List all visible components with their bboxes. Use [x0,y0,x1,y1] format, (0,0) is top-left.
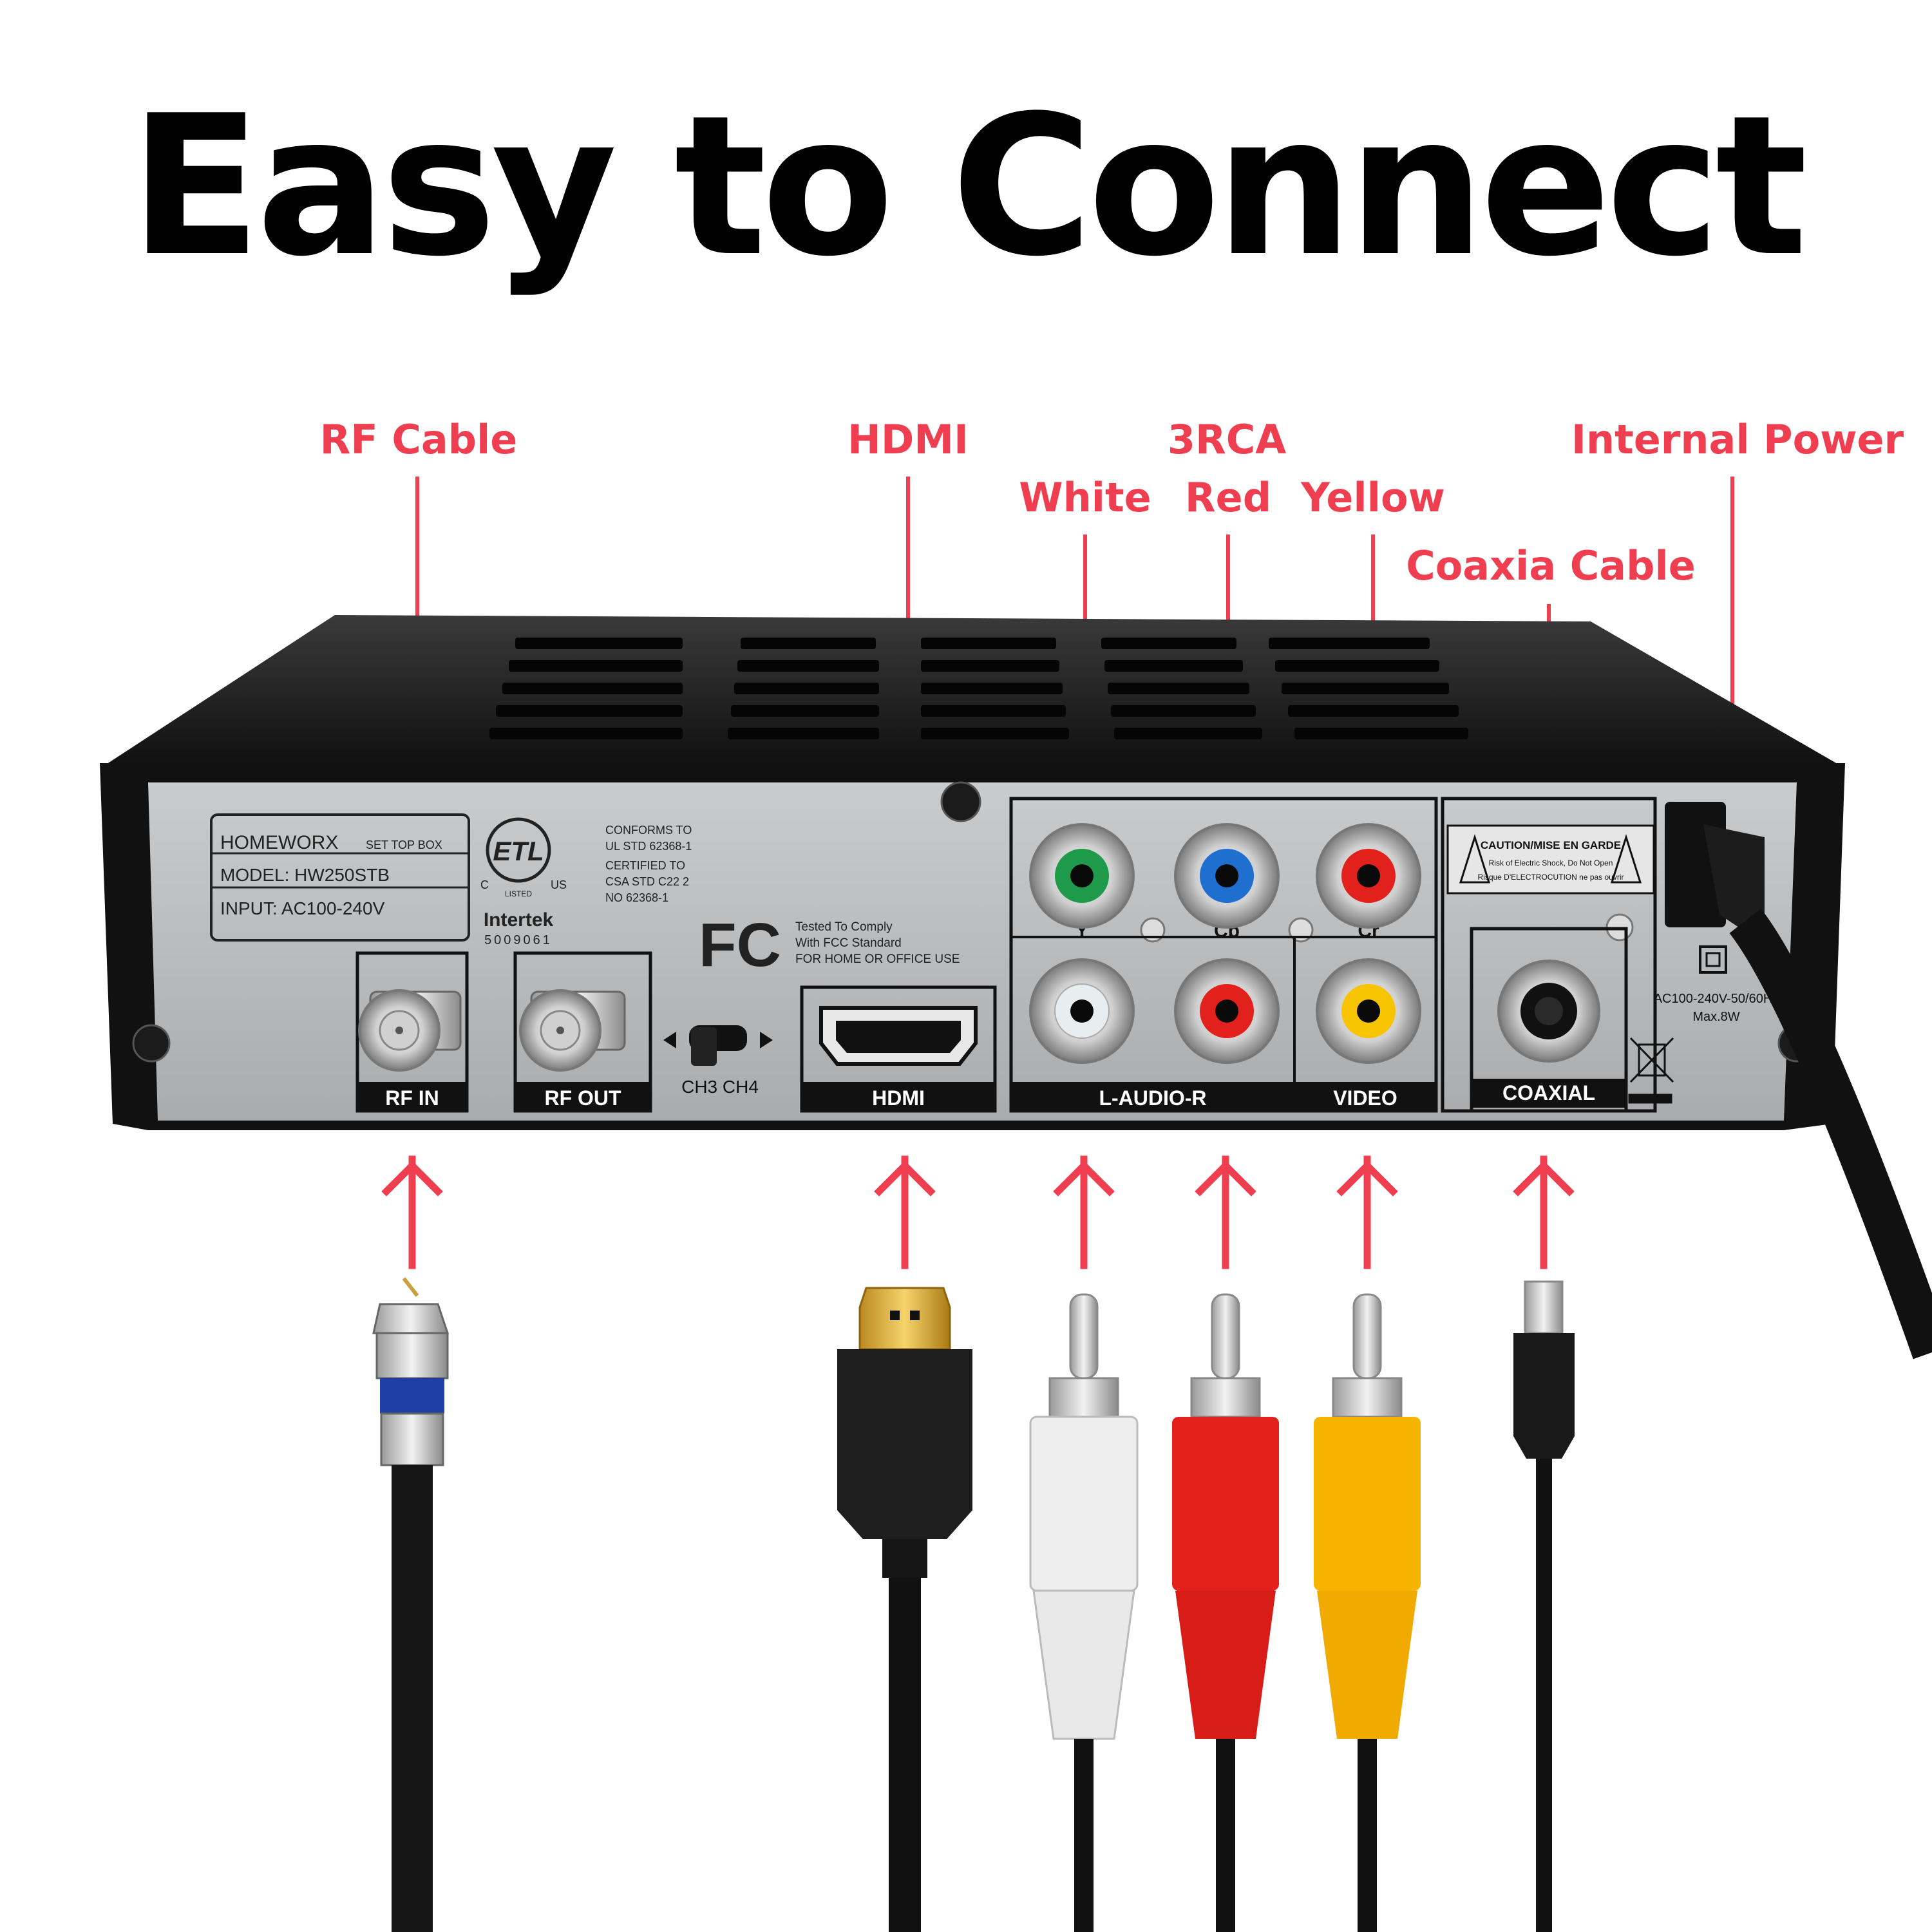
callout-yellow: Yellow [1301,474,1445,521]
rf-in-port [358,989,462,1072]
rf-out-label: RF OUT [544,1086,621,1110]
conforms-line-1: CONFORMS TO [605,824,692,837]
callout-internal-power: Internal Power [1571,416,1904,463]
jack-audio-left-white [1029,958,1135,1064]
arrow-yellow [1336,1155,1398,1269]
callout-rf-cable: RF Cable [319,416,518,463]
input-label: INPUT: AC100-240V [220,898,385,918]
video-label: VIDEO [1333,1086,1397,1110]
power-cable [1665,802,1932,1359]
rf-out-port [519,989,626,1072]
rf-f-connector-cable [372,1277,450,1932]
rca-plug-red [1172,1293,1279,1932]
vent-slots [489,638,1468,739]
etl-mark: ETL [493,836,544,866]
rca-jack-block: L-AUDIO-R VIDEO Y Cb Cr [1009,797,1438,1113]
jack-audio-right-red [1174,958,1280,1064]
power-rating-2: Max.8W [1692,1010,1739,1024]
callout-coaxia-cable: Coaxia Cable [1406,542,1696,589]
rf-in-label: RF IN [385,1086,439,1110]
etl-listed: LISTED [505,889,532,898]
arrow-red [1195,1155,1256,1269]
conforms-line-5: NO 62368-1 [605,891,668,904]
rf-ports: RF IN RF OUT [355,951,652,1113]
hdmi-port-label: HDMI [872,1086,925,1110]
jack-video-yellow [1316,958,1421,1064]
brand-label: HOMEWORX [220,832,338,853]
power-rating-1: AC100-240V-50/60Hz [1654,992,1779,1006]
conforms-line-4: CSA STD C22 2 [605,875,689,888]
arrow-rf [381,1155,443,1269]
intertek-label: Intertek [484,909,554,931]
jack-cr-red [1316,823,1421,929]
model-label: MODEL: HW250STB [220,865,390,885]
coaxial-plug [1513,1280,1575,1932]
callout-red: Red [1184,474,1272,521]
caution-sub-1: Risk of Electric Shock, Do Not Open [1489,858,1613,867]
callout-3rca: 3RCA [1167,416,1287,463]
etl-c: C [480,878,489,891]
arrow-white [1053,1155,1115,1269]
rca-plug-yellow [1314,1293,1421,1932]
fcc-text-1: Tested To Comply [795,920,893,934]
coaxial-power-block: CAUTION/MISE EN GARDE Risk of Electric S… [1441,797,1779,1113]
callout-hdmi: HDMI [847,416,969,463]
arrow-hdmi [874,1155,936,1269]
page-title: Easy to Connect [129,74,1808,299]
device-label-block: HOMEWORX SET TOP BOX MODEL: HW250STB INP… [210,813,960,980]
brand-sub-label: SET TOP BOX [366,838,442,851]
etl-us: US [551,878,567,891]
jack-y-green [1029,823,1135,929]
conforms-line-2: UL STD 62368-1 [605,840,692,853]
hdmi-cable [837,1287,972,1932]
intertek-number: 5009061 [484,933,553,947]
channel-switch: CH3 CH4 [663,1025,773,1097]
upward-arrows [381,1155,1575,1269]
arrow-coaxial [1513,1155,1575,1269]
jack-cb-blue [1174,823,1280,929]
audio-label: L-AUDIO-R [1099,1086,1206,1110]
fcc-logo: FC [699,911,781,980]
rca-plug-white [1029,1293,1139,1932]
caution-sub-2: Risque D'ELECTROCUTION ne pas ouvrir [1477,873,1624,882]
fcc-text-3: FOR HOME OR OFFICE USE [795,952,960,966]
hdmi-port: HDMI [800,985,997,1113]
callout-white: White [1019,474,1151,521]
weee-bin-icon [1628,1037,1674,1104]
coaxial-port [1497,960,1600,1063]
caution-label: CAUTION/MISE EN GARDE [1481,839,1621,851]
ch-switch-label: CH3 CH4 [681,1077,759,1097]
fcc-text-2: With FCC Standard [795,936,902,950]
coaxial-label: COAXIAL [1502,1081,1595,1104]
conforms-line-3: CERTIFIED TO [605,859,685,872]
